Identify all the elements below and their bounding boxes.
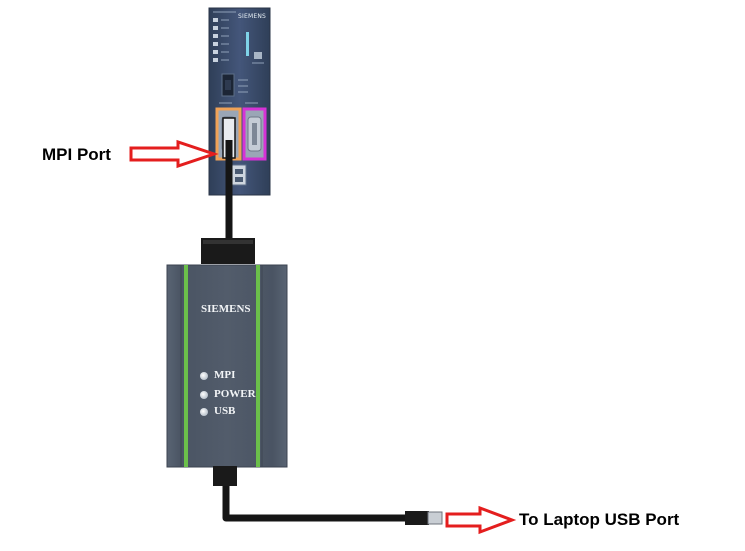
usb-plug-body	[405, 511, 429, 525]
adapter-stripe-left	[184, 265, 188, 467]
adapter-brand-label: SIEMENS	[201, 303, 251, 315]
mpi-led-icon	[200, 372, 208, 380]
plc-key-icon	[254, 52, 262, 59]
usb-led-label: USB	[214, 405, 236, 417]
mpi-port-arrow	[129, 139, 219, 169]
plc-brand-label: SIEMENS	[238, 13, 267, 20]
plc-status-leds	[213, 18, 229, 62]
mpi-port-label: MPI Port	[42, 145, 111, 164]
adapter-bottom-boot	[213, 466, 237, 486]
laptop-usb-arrow	[445, 505, 517, 535]
mpi-cable	[222, 117, 236, 240]
plc-cpu-module	[208, 7, 271, 196]
power-led-icon	[200, 391, 208, 399]
dp-port	[242, 107, 267, 161]
usb-cable	[222, 486, 443, 525]
usb-plug-tip	[427, 511, 443, 525]
laptop-usb-port-label: To Laptop USB Port	[519, 510, 680, 529]
mpi-led-label: MPI	[214, 369, 236, 381]
adapter-stripe-right	[256, 265, 260, 467]
power-led-label: POWER	[214, 388, 256, 400]
usb-mpi-adapter	[166, 238, 288, 486]
plc-card-slot	[246, 32, 249, 56]
usb-led-icon	[200, 408, 208, 416]
